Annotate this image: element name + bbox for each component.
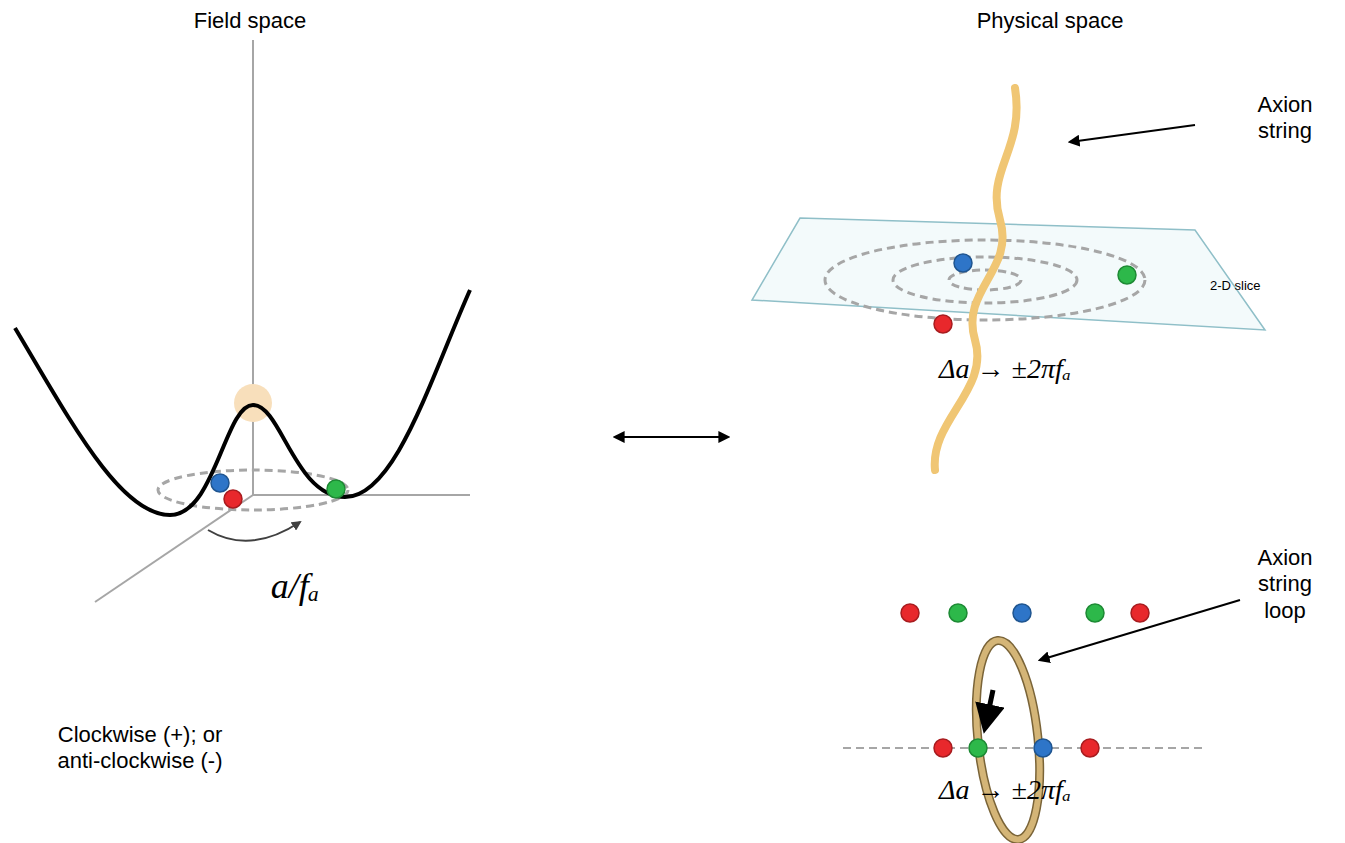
axes xyxy=(95,40,470,602)
panel-title: Physical space xyxy=(977,8,1124,34)
slice-plane xyxy=(752,218,1265,330)
slice-dot-green xyxy=(1118,266,1136,284)
angle-label: a/fₐ xyxy=(271,565,320,608)
loop-direction-arrow xyxy=(985,690,993,728)
note-text: Clockwise (+); or anti-clockwise (-) xyxy=(35,722,245,775)
panel-title: Field space xyxy=(194,8,307,34)
dashed-path xyxy=(843,747,1205,749)
field-dot-red xyxy=(224,490,242,508)
dot-row-top xyxy=(901,604,1149,622)
winding-formula: Δa → ±2πfₐ xyxy=(939,352,1071,386)
dot-row-bottom xyxy=(934,739,1099,757)
field-dot-green xyxy=(327,480,345,498)
correspondence-arrow xyxy=(615,436,728,438)
axion-string-loop-shape xyxy=(968,637,1049,842)
plane-label: 2-D slice xyxy=(1210,278,1261,294)
winding-formula: Δa → ±2πfₐ xyxy=(939,773,1071,807)
axion-string xyxy=(935,88,1017,470)
slice-dot-blue xyxy=(954,254,972,272)
rotation-arrow xyxy=(208,522,300,541)
callout-label: Axion string xyxy=(1240,92,1330,145)
mexican-hat-potential xyxy=(15,290,470,515)
leader-arrow xyxy=(1070,125,1195,142)
leader-arrow xyxy=(1040,600,1240,660)
field-dot-blue xyxy=(211,474,229,492)
slice-dot-red xyxy=(934,315,952,333)
callout-label: Axion string loop xyxy=(1240,545,1330,624)
